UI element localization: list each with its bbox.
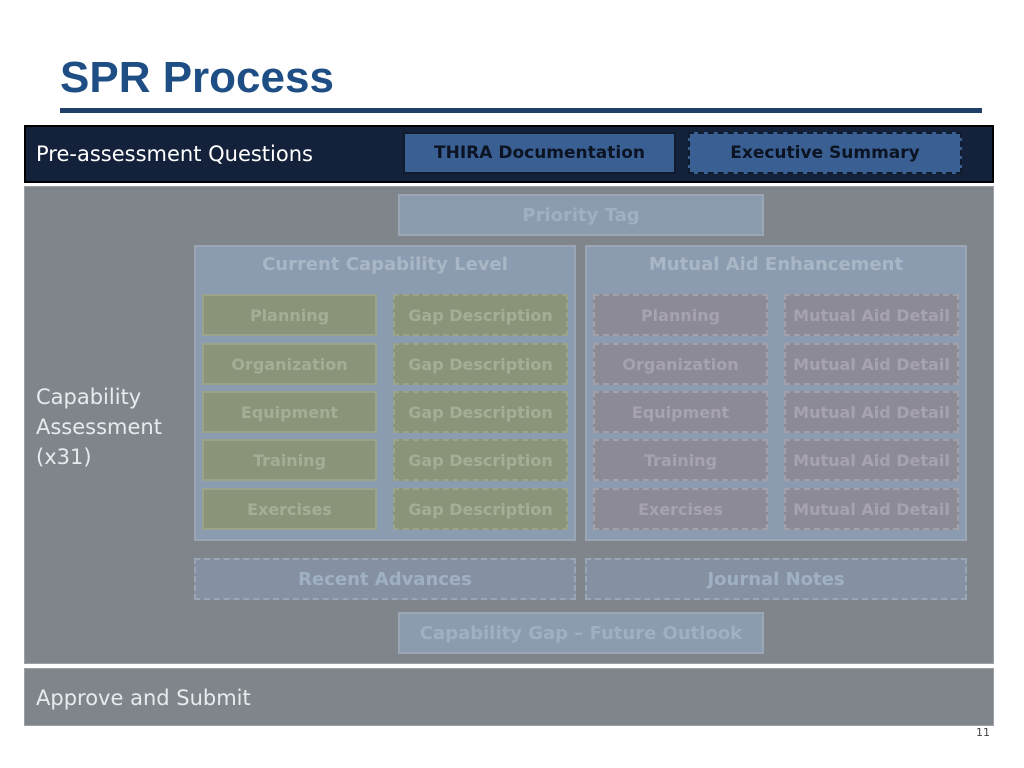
future-outlook-box[interactable]: Capability Gap – Future Outlook xyxy=(398,612,764,654)
priority-tag-box[interactable]: Priority Tag xyxy=(398,194,764,236)
mutual-aid-title: Mutual Aid Enhancement xyxy=(648,254,904,275)
capability-assessment-label: Capability Assessment (x31) xyxy=(36,382,186,472)
capability-label-line: Capability xyxy=(36,385,142,409)
gap-description-cell[interactable]: Gap Description xyxy=(393,391,568,433)
mutual-exercises-cell[interactable]: Exercises xyxy=(593,488,768,530)
pre-assessment-label: Pre-assessment Questions xyxy=(36,142,313,166)
current-equipment-cell[interactable]: Equipment xyxy=(202,391,377,433)
mutual-aid-detail-cell[interactable]: Mutual Aid Detail xyxy=(784,343,959,385)
gap-description-cell[interactable]: Gap Description xyxy=(393,294,568,336)
mutual-aid-detail-cell[interactable]: Mutual Aid Detail xyxy=(784,391,959,433)
capability-label-line: (x31) xyxy=(36,445,92,469)
gap-description-cell[interactable]: Gap Description xyxy=(393,343,568,385)
journal-notes-box[interactable]: Journal Notes xyxy=(585,558,967,600)
mutual-aid-detail-cell[interactable]: Mutual Aid Detail xyxy=(784,488,959,530)
mutual-training-cell[interactable]: Training xyxy=(593,439,768,481)
mutual-equipment-cell[interactable]: Equipment xyxy=(593,391,768,433)
mutual-planning-cell[interactable]: Planning xyxy=(593,294,768,336)
recent-advances-box[interactable]: Recent Advances xyxy=(194,558,576,600)
approve-submit-bar xyxy=(24,668,994,726)
mutual-aid-detail-cell[interactable]: Mutual Aid Detail xyxy=(784,294,959,336)
current-training-cell[interactable]: Training xyxy=(202,439,377,481)
thira-documentation-button[interactable]: THIRA Documentation xyxy=(403,132,676,174)
current-planning-cell[interactable]: Planning xyxy=(202,294,377,336)
slide-title: SPR Process xyxy=(60,53,334,102)
gap-description-cell[interactable]: Gap Description xyxy=(393,439,568,481)
mutual-organization-cell[interactable]: Organization xyxy=(593,343,768,385)
current-capability-title: Current Capability Level xyxy=(262,254,508,275)
mutual-aid-detail-cell[interactable]: Mutual Aid Detail xyxy=(784,439,959,481)
page-number: 11 xyxy=(976,726,990,739)
current-exercises-cell[interactable]: Exercises xyxy=(202,488,377,530)
executive-summary-button[interactable]: Executive Summary xyxy=(688,132,962,174)
capability-label-line: Assessment xyxy=(36,415,162,439)
approve-submit-label[interactable]: Approve and Submit xyxy=(36,686,251,710)
current-organization-cell[interactable]: Organization xyxy=(202,343,377,385)
gap-description-cell[interactable]: Gap Description xyxy=(393,488,568,530)
title-rule xyxy=(60,108,982,113)
